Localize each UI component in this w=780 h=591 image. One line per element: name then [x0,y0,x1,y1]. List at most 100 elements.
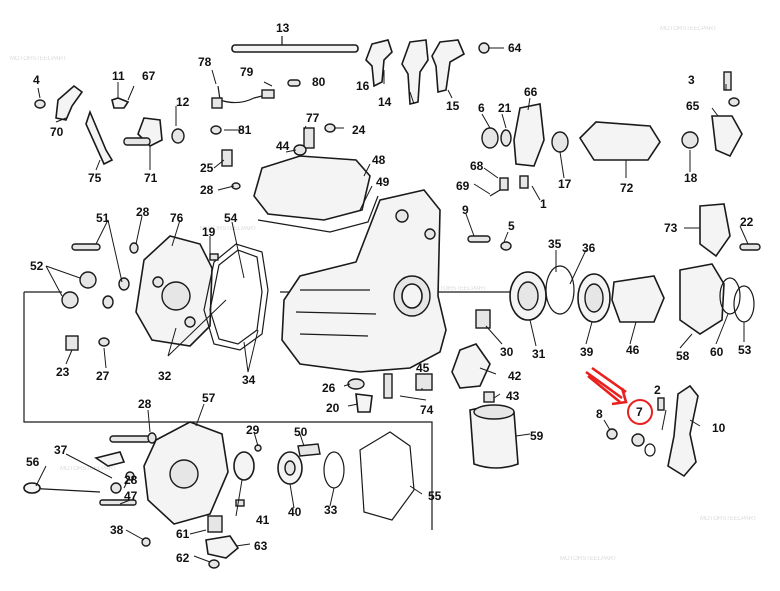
callout-50: 50 [294,425,308,439]
bearings-left [61,242,219,309]
callout-13: 13 [276,21,290,35]
sensor-wire-79 [210,79,301,135]
lower-left-parts [23,451,137,506]
callout-39: 39 [580,345,594,359]
leader-lines [35,47,749,563]
callout-15: 15 [446,99,460,113]
callout-9: 9 [462,203,469,217]
callout-76: 76 [170,211,184,225]
callout-52: 52 [30,259,44,273]
shift-linkage-left [34,84,185,166]
highlight-circle [627,399,653,425]
callout-24: 24 [352,123,366,137]
gasket-54 [203,243,269,351]
callout-4: 4 [33,73,40,87]
watermark-text: MOTORSTEELPART [200,226,257,232]
callout-56: 56 [26,455,40,469]
callout-65: 65 [686,99,700,113]
callout-70: 70 [50,125,64,139]
callout-14: 14 [378,95,392,109]
callout-61: 61 [176,527,190,541]
callout-78: 78 [198,55,212,69]
callout-47: 47 [124,489,138,503]
callout-26: 26 [322,381,336,395]
callout-36: 36 [582,241,596,255]
callout-12: 12 [176,95,190,109]
callout-29: 29 [246,423,260,437]
watermark-layer: MOTORSTEELPART MOTORSTEELPART MOTORSTEEL… [10,26,757,562]
callout-16: 16 [356,79,370,93]
watermark-text: MOTORSTEELPART [660,26,717,32]
callout-77: 77 [306,111,320,125]
callout-7-highlighted: 7 [636,405,643,419]
callout-28: 28 [200,183,214,197]
callout-27: 27 [96,369,110,383]
callout-57: 57 [202,391,216,405]
callout-64: 64 [508,41,522,55]
center-parts [65,335,519,469]
callout-43: 43 [506,389,520,403]
watermark-text: MOTORSTEELPART [700,516,757,522]
callout-21: 21 [498,101,512,115]
callout-19: 19 [202,225,216,239]
callout-63: 63 [254,539,268,553]
callout-34: 34 [242,373,256,387]
callout-2: 2 [654,383,661,397]
callout-28: 28 [138,397,152,411]
callout-54: 54 [224,211,238,225]
callout-33: 33 [324,503,338,517]
callout-59: 59 [530,429,544,443]
callout-41: 41 [256,513,270,527]
callout-8: 8 [596,407,603,421]
callout-67: 67 [142,69,156,83]
callout-35: 35 [548,237,562,251]
callout-38: 38 [110,523,124,537]
callout-49: 49 [376,175,390,189]
watermark-text: MOTORSTEELPART [10,56,67,62]
callout-30: 30 [500,345,514,359]
side-cover-76 [135,235,213,347]
kicker-assembly [606,384,699,478]
watermark-text: MOTORSTEELPART [60,466,117,472]
callout-28: 28 [124,473,138,487]
callout-6: 6 [478,101,485,115]
callout-25: 25 [200,161,214,175]
callout-73: 73 [664,221,678,235]
callout-53: 53 [738,343,752,357]
callout-69: 69 [456,179,470,193]
callout-31: 31 [532,347,546,361]
callout-5: 5 [508,219,515,233]
callout-44: 44 [276,139,290,153]
callout-62: 62 [176,551,190,565]
callout-10: 10 [712,421,726,435]
callout-3: 3 [688,73,695,87]
callout-40: 40 [288,505,302,519]
callout-1: 1 [540,197,547,211]
callout-80: 80 [312,75,326,89]
callout-68: 68 [470,159,484,173]
callout-28: 28 [136,205,150,219]
callout-18: 18 [684,171,698,185]
callout-75: 75 [88,171,102,185]
callout-46: 46 [626,343,640,357]
callout-48: 48 [372,153,386,167]
callout-74: 74 [420,403,434,417]
watermark-text: MOTORSTEELPART [560,556,617,562]
callout-81: 81 [238,123,252,137]
shift-rod-13 [231,36,359,53]
callout-22: 22 [740,215,754,229]
callout-72: 72 [620,181,634,195]
callout-20: 20 [326,401,340,415]
callout-37: 37 [54,443,68,457]
right-upper-parts [481,71,743,197]
callout-45: 45 [416,361,430,375]
callout-79: 79 [240,65,254,79]
callout-60: 60 [710,345,724,359]
callout-66: 66 [524,85,538,99]
bearings-right [467,203,761,335]
callout-58: 58 [676,349,690,363]
watermark-text: MOTORSTEELPART [430,286,487,292]
callout-32: 32 [158,369,172,383]
